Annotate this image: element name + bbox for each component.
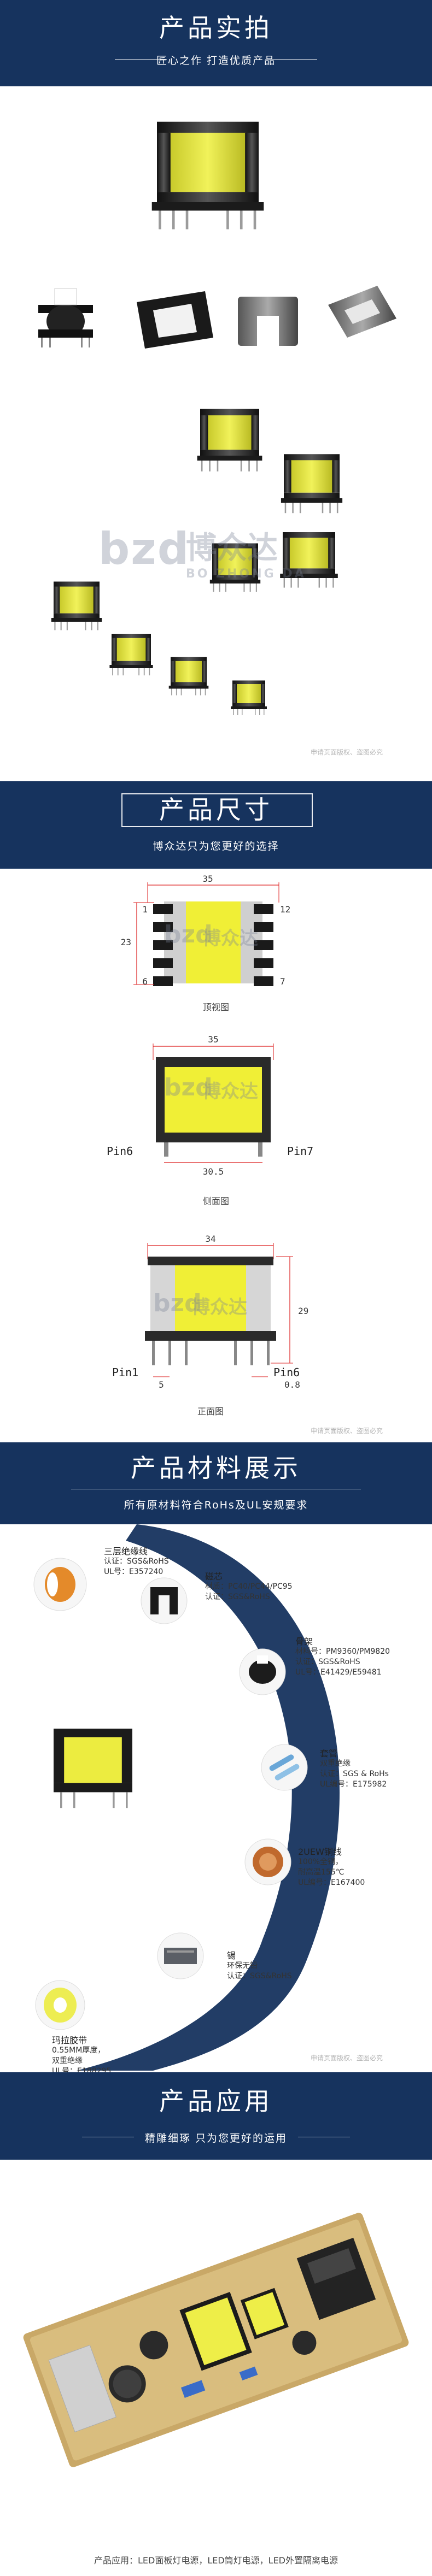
transformer-photo — [51, 581, 102, 630]
top-view-caption: 顶视图 — [202, 1002, 229, 1012]
ferrite-core-photo-alt — [328, 286, 396, 338]
watermark-logo: bzd — [153, 1289, 202, 1317]
watermark-logo: bzd — [164, 1074, 213, 1101]
material-tape: 玛拉胶带 0.55MM厚度， 双重绝缘 UL号：E188295 — [52, 2035, 112, 2076]
side-width-label: 35 — [208, 1034, 218, 1045]
top-pin-1-label: 1 — [142, 904, 148, 915]
divider — [115, 59, 167, 60]
transformer-photo-main — [151, 121, 264, 229]
section-subtitle: 博众达只为您更好的选择 — [153, 840, 279, 852]
materials-section: 三层绝缘线 认证：SGS&RoHS UL号：E357240 磁芯 材质：PC40… — [0, 1524, 432, 2076]
copper-wire-icon — [244, 1838, 291, 1885]
dimension-drawings: 35 23 1 6 12 7 35 30.5 — [121, 874, 309, 1390]
side-view-caption: 侧面图 — [202, 1196, 229, 1206]
divider — [265, 59, 317, 60]
sleeve-icon — [261, 1744, 308, 1791]
copyright-note: 申请页面版权、盗图必究 — [310, 2054, 383, 2062]
side-base-label: 30.5 — [203, 1166, 224, 1177]
copyright-note: 申请页面版权、盗图必究 — [310, 748, 383, 756]
front-view-caption: 正面图 — [197, 1406, 224, 1417]
watermark-logo: bzd — [164, 921, 213, 948]
side-pin-left-label: Pin6 — [107, 1145, 133, 1158]
section-title: 产品实拍 — [159, 13, 273, 43]
material-bobbin: 骨架 材料号：PM9360/PM9820 认证：SGS&RoHS UL号：E41… — [295, 1636, 390, 1677]
transformer-photo — [109, 634, 153, 676]
section-subtitle: 所有原材料符合RoHs及UL安规要求 — [124, 1499, 308, 1511]
side-pin-right-label: Pin7 — [287, 1145, 314, 1158]
top-height-label: 23 — [121, 937, 131, 947]
ferrite-core-icon — [141, 1577, 188, 1624]
top-view-drawing — [133, 882, 279, 986]
transformer-photo — [231, 680, 267, 715]
front-pin-dia-label: 0.8 — [284, 1380, 300, 1390]
materials-illustration — [33, 1524, 340, 2071]
application-image — [23, 2213, 409, 2467]
watermark-text: 博众达 — [191, 1296, 247, 1318]
title-frame — [121, 793, 313, 827]
section-title: 产品尺寸 — [159, 795, 273, 824]
ferrite-core-photo — [238, 297, 298, 346]
watermark-en: BO ZHONG DA — [186, 567, 306, 581]
bobbin-icon — [239, 1648, 286, 1695]
banner-photos: 产品实拍 匠心之作 打造优质产品 — [0, 0, 432, 86]
transformer-photo — [281, 454, 343, 514]
front-width-label: 34 — [205, 1234, 215, 1244]
section-title: 产品材料展示 — [131, 1453, 301, 1483]
core-photo — [137, 291, 213, 349]
transformer-center-image — [54, 1729, 132, 1808]
transformer-photo — [197, 409, 262, 471]
watermark-text: 博众达 — [186, 530, 278, 566]
top-pin-6-label: 6 — [142, 976, 148, 987]
material-copper-wire: 2UEW铜线 100%全铜， 耐高温155℃ UL编号：E167400 — [298, 1847, 365, 1887]
material-sleeve: 套管 双重绝缘 认证：SGS & RoHs UL编号：E175982 — [320, 1748, 389, 1789]
product-photos — [38, 121, 396, 715]
bobbin-photo — [38, 288, 93, 347]
front-pitch-label: 5 — [159, 1380, 164, 1390]
photos-section: bzd 博众达 BO ZHONG DA 申请页面版权、盗图必究 — [0, 86, 432, 781]
size-section: 35 23 1 6 12 7 35 30.5 — [0, 869, 432, 1442]
side-view-drawing — [153, 1044, 274, 1163]
pcb-board-image — [23, 2213, 409, 2467]
front-pin-left-label: Pin1 — [112, 1366, 139, 1379]
section-subtitle: 精雕细琢 只为您更好的运用 — [144, 2132, 288, 2144]
transformer-photo — [168, 657, 209, 695]
application-section: 产品应用：LED面板灯电源，LED筒灯电源，LED外置隔离电源 — [0, 2160, 432, 2576]
wire-spool-icon — [33, 1558, 87, 1611]
banner-application: 产品应用 精雕细琢 只为您更好的运用 — [0, 2072, 432, 2160]
watermark-logo: bzd — [98, 523, 190, 574]
banner-size: 产品尺寸 博众达只为您更好的选择 — [0, 781, 432, 869]
watermark-text: 博众达 — [202, 1081, 258, 1103]
material-core: 磁芯 材质：PC40/PC44/PC95 认证：SGS&RoHS — [205, 1571, 293, 1601]
front-pin-right-label: Pin6 — [273, 1366, 300, 1379]
top-width-label: 35 — [202, 874, 213, 884]
banner-materials: 产品材料展示 所有原材料符合RoHs及UL安规要求 — [0, 1442, 432, 1524]
tape-icon — [35, 1980, 85, 2030]
section-title: 产品应用 — [159, 2086, 273, 2116]
top-pin-12-label: 12 — [280, 904, 290, 915]
watermark-text: 博众达 — [202, 928, 258, 950]
material-wire: 三层绝缘线 认证：SGS&RoHS UL号：E357240 — [104, 1546, 169, 1576]
application-note: 产品应用：LED面板灯电源，LED筒灯电源，LED外置隔离电源 — [94, 2555, 338, 2566]
copyright-note: 申请页面版权、盗图必究 — [310, 1427, 383, 1435]
material-solder: 锡 环保无铅 认证：SGS&RoHS — [227, 1950, 292, 1980]
front-view-drawing — [145, 1243, 293, 1377]
section-subtitle: 匠心之作 打造优质产品 — [156, 55, 276, 67]
top-pin-7-label: 7 — [280, 976, 285, 987]
solder-icon — [157, 1932, 204, 1979]
front-height-label: 29 — [298, 1306, 308, 1316]
